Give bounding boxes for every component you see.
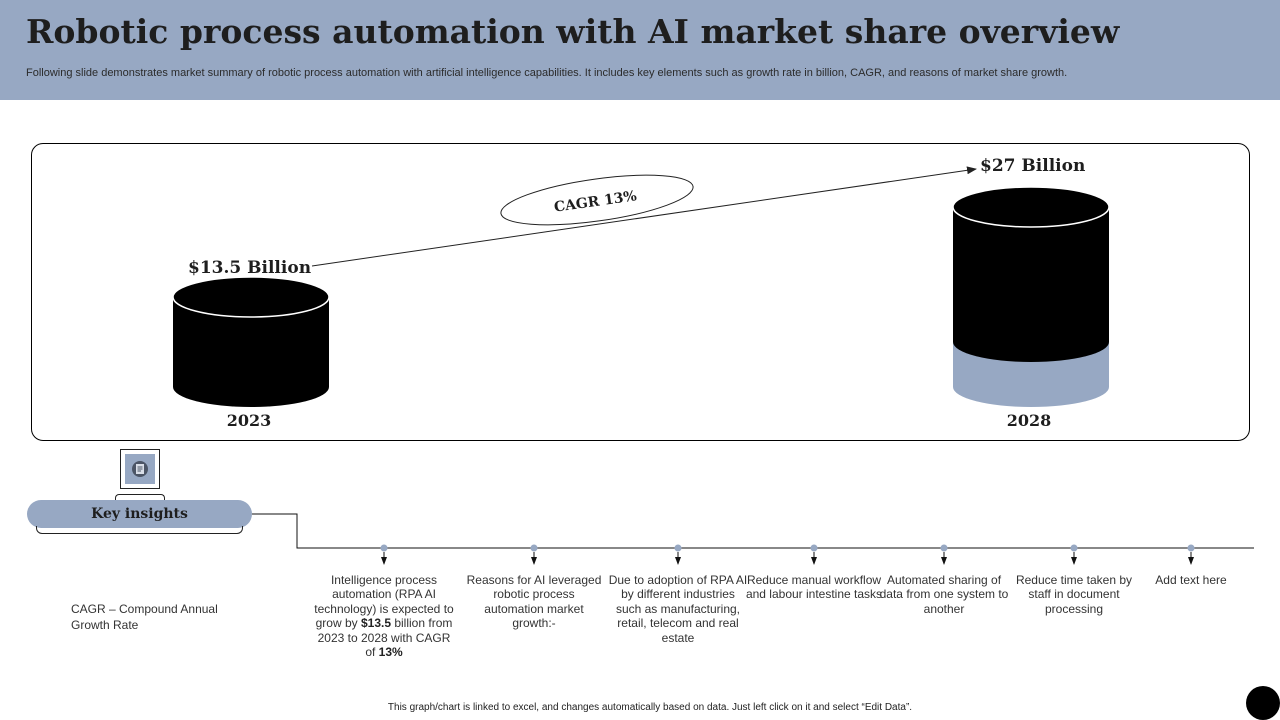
cagr-definition: CAGR – Compound Annual Growth Rate — [71, 602, 218, 632]
insight-text-part: Due to adoption of RPA AI by different i… — [608, 573, 748, 645]
page-subtitle: Following slide demonstrates market summ… — [26, 67, 1068, 79]
insight-text: Reduce time taken by staff in document p… — [1004, 573, 1144, 616]
insight-text: Reasons for AI leveraged robotic process… — [464, 573, 604, 631]
key-insights-icon-frame — [120, 449, 160, 489]
insight-text-part: Reasons for AI leveraged robotic process… — [466, 573, 602, 631]
corner-decoration-circle — [1246, 686, 1280, 720]
cagr-ellipse — [500, 174, 694, 226]
cylinder-top-2028 — [952, 186, 1110, 228]
insight-text-part: billion from 2023 to 2028 with CAGR of — [317, 616, 453, 660]
page-title: Robotic process automation with AI marke… — [26, 12, 1120, 51]
document-icon — [125, 454, 155, 484]
timeline-dot — [1070, 544, 1078, 552]
cylinder-top-2023 — [172, 276, 330, 318]
cylinder-body-2028 — [953, 207, 1109, 362]
timeline-dot — [940, 544, 948, 552]
insight-text-part: $13.5 — [360, 616, 395, 631]
insight-text: Due to adoption of RPA AI by different i… — [608, 573, 748, 645]
bracket-bottom-decoration — [36, 526, 243, 534]
insight-text-part: Add text here — [1155, 573, 1227, 587]
timeline-dot — [380, 544, 388, 552]
cylinder-body-2023 — [173, 297, 329, 407]
insight-text: Automated sharing of data from one syste… — [874, 573, 1014, 616]
insight-text: Reduce manual workflow and labour intest… — [744, 573, 884, 602]
category-label-2028: 2028 — [1007, 411, 1052, 430]
insight-text: Intelligence process automation (RPA AI … — [314, 573, 454, 659]
bracket-top-decoration — [115, 494, 165, 502]
insight-text-part: Intelligence process automation (RPA AI … — [314, 573, 454, 631]
key-insights-label: Key insights — [27, 500, 252, 528]
timeline-dot — [810, 544, 818, 552]
insight-text-part: Reduce time taken by staff in document p… — [1015, 573, 1133, 616]
insight-text-part: 13% — [378, 645, 403, 660]
insight-text-part: Automated sharing of data from one syste… — [879, 573, 1009, 616]
timeline-dot — [1187, 544, 1195, 552]
timeline-dot — [530, 544, 538, 552]
header-banner: Robotic process automation with AI marke… — [0, 0, 1280, 100]
category-label-2023: 2023 — [227, 411, 272, 430]
timeline-line — [252, 513, 1254, 549]
footer-note-text: This graph/chart is linked to excel, and… — [387, 702, 913, 713]
value-label-2023: $13.5 Billion — [188, 258, 311, 278]
timeline-dot — [674, 544, 682, 552]
footer-note: This graph/chart is linked to excel, and… — [0, 702, 1280, 713]
growth-arrow — [311, 166, 977, 267]
insight-text-part: Reduce manual workflow and labour intest… — [745, 573, 883, 602]
insight-text: Add text here — [1121, 573, 1261, 587]
value-label-2028: $27 Billion — [980, 156, 1085, 176]
